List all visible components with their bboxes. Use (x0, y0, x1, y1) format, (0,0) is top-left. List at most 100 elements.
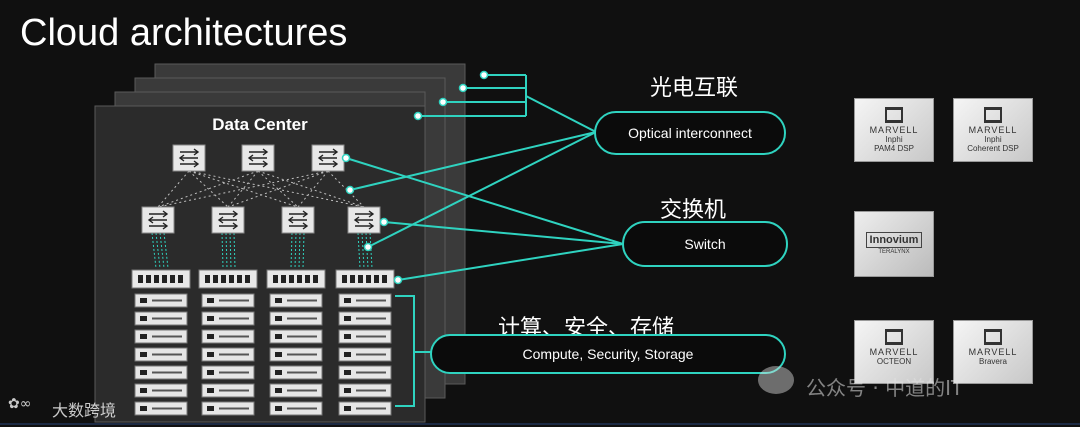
server-led (140, 406, 147, 411)
kbo-logo-icon: ✿∞ (8, 396, 32, 412)
server-led (207, 352, 214, 357)
port-icon (229, 275, 234, 283)
switch-arrowhead (302, 210, 309, 218)
server-led (344, 388, 351, 393)
marvell-logo-icon (984, 107, 1002, 123)
port-icon (178, 275, 183, 283)
rack-link (229, 232, 232, 269)
connector-dot (458, 83, 468, 93)
compute-security-storage-pill: Compute, Security, Storage (430, 334, 786, 374)
port-icon (221, 275, 226, 283)
chip-line1: TERALYNX (878, 249, 910, 255)
server-led (275, 352, 282, 357)
optical-link (525, 95, 597, 133)
port-icon (138, 275, 143, 283)
switch-arrowhead (162, 222, 169, 230)
port-icon (170, 275, 175, 283)
server-led (207, 298, 214, 303)
switch-link (397, 243, 624, 281)
chip-line1: Inphi (984, 135, 1002, 144)
switch-arrowhead (193, 148, 200, 156)
watermark-left: 大数跨境 (52, 401, 117, 420)
server-led (275, 334, 282, 339)
chip-pam4-dsp: MARVELL Inphi PAM4 DSP (854, 98, 934, 162)
port-icon (358, 275, 363, 283)
port-icon (205, 275, 210, 283)
server-led (344, 352, 351, 357)
chip-coherent-dsp: MARVELL Inphi Coherent DSP (953, 98, 1033, 162)
mesh-link (257, 170, 365, 208)
server-led (140, 334, 147, 339)
chip-line2: PAM4 DSP (874, 144, 914, 153)
chip-brand: MARVELL (869, 125, 919, 135)
port-icon (146, 275, 151, 283)
switch-icon (281, 206, 315, 234)
server-led (275, 298, 282, 303)
mesh-link (157, 170, 329, 208)
mesh-link (257, 170, 299, 208)
port-icon (273, 275, 278, 283)
chip-brand: MARVELL (968, 347, 1018, 357)
server-led (275, 406, 282, 411)
chip-line1: Bravera (978, 357, 1007, 366)
switch-arrowhead (262, 160, 269, 168)
switch-arrowhead (287, 216, 294, 224)
connector-dot (341, 153, 351, 163)
switch-arrowhead (368, 210, 375, 218)
server-led (344, 406, 351, 411)
chip-brand: Innovium (865, 232, 923, 248)
port-icon (154, 275, 159, 283)
mesh-link (188, 170, 229, 208)
port-icon (281, 275, 286, 283)
rack-link (294, 232, 297, 269)
optical-link (349, 131, 597, 191)
chip-brand: MARVELL (869, 347, 919, 357)
rack-link (225, 232, 228, 269)
wechat-icon (758, 366, 794, 394)
rack-link (155, 232, 161, 269)
connector-dot (379, 217, 389, 227)
server-led (344, 316, 351, 321)
data-center-label: Data Center (212, 115, 308, 134)
chip-line1: Inphi (885, 135, 903, 144)
server-led (140, 298, 147, 303)
rack-link (151, 232, 157, 269)
switch-arrowhead (232, 222, 239, 230)
server-led (207, 406, 214, 411)
rack-link (233, 232, 236, 269)
switch-arrowhead (332, 148, 339, 156)
switch-arrowhead (162, 210, 169, 218)
server-led (275, 316, 282, 321)
switch-arrowhead (247, 154, 254, 162)
port-icon (297, 275, 302, 283)
switch-arrowhead (147, 216, 154, 224)
server-tor-switch (266, 269, 326, 289)
server-led (207, 370, 214, 375)
server-led (140, 316, 147, 321)
rack-link (298, 232, 301, 269)
marvell-logo-icon (984, 329, 1002, 345)
rack-link (302, 232, 305, 269)
port-icon (213, 275, 218, 283)
rack-link (290, 232, 293, 269)
connector-dot (479, 70, 489, 80)
switch-pill: Switch (622, 221, 788, 267)
server-led (140, 370, 147, 375)
server-led (344, 334, 351, 339)
optical-link (367, 131, 597, 248)
switch-arrowhead (178, 154, 185, 162)
switch-arrowhead (193, 160, 200, 168)
port-icon (374, 275, 379, 283)
port-icon (237, 275, 242, 283)
switch-link (383, 221, 624, 245)
rack-link (357, 232, 361, 269)
server-led (140, 352, 147, 357)
port-icon (342, 275, 347, 283)
port-icon (350, 275, 355, 283)
optical-cn-label: 光电互联 (650, 76, 739, 101)
port-icon (382, 275, 387, 283)
connector-dot (438, 97, 448, 107)
server-led (207, 334, 214, 339)
